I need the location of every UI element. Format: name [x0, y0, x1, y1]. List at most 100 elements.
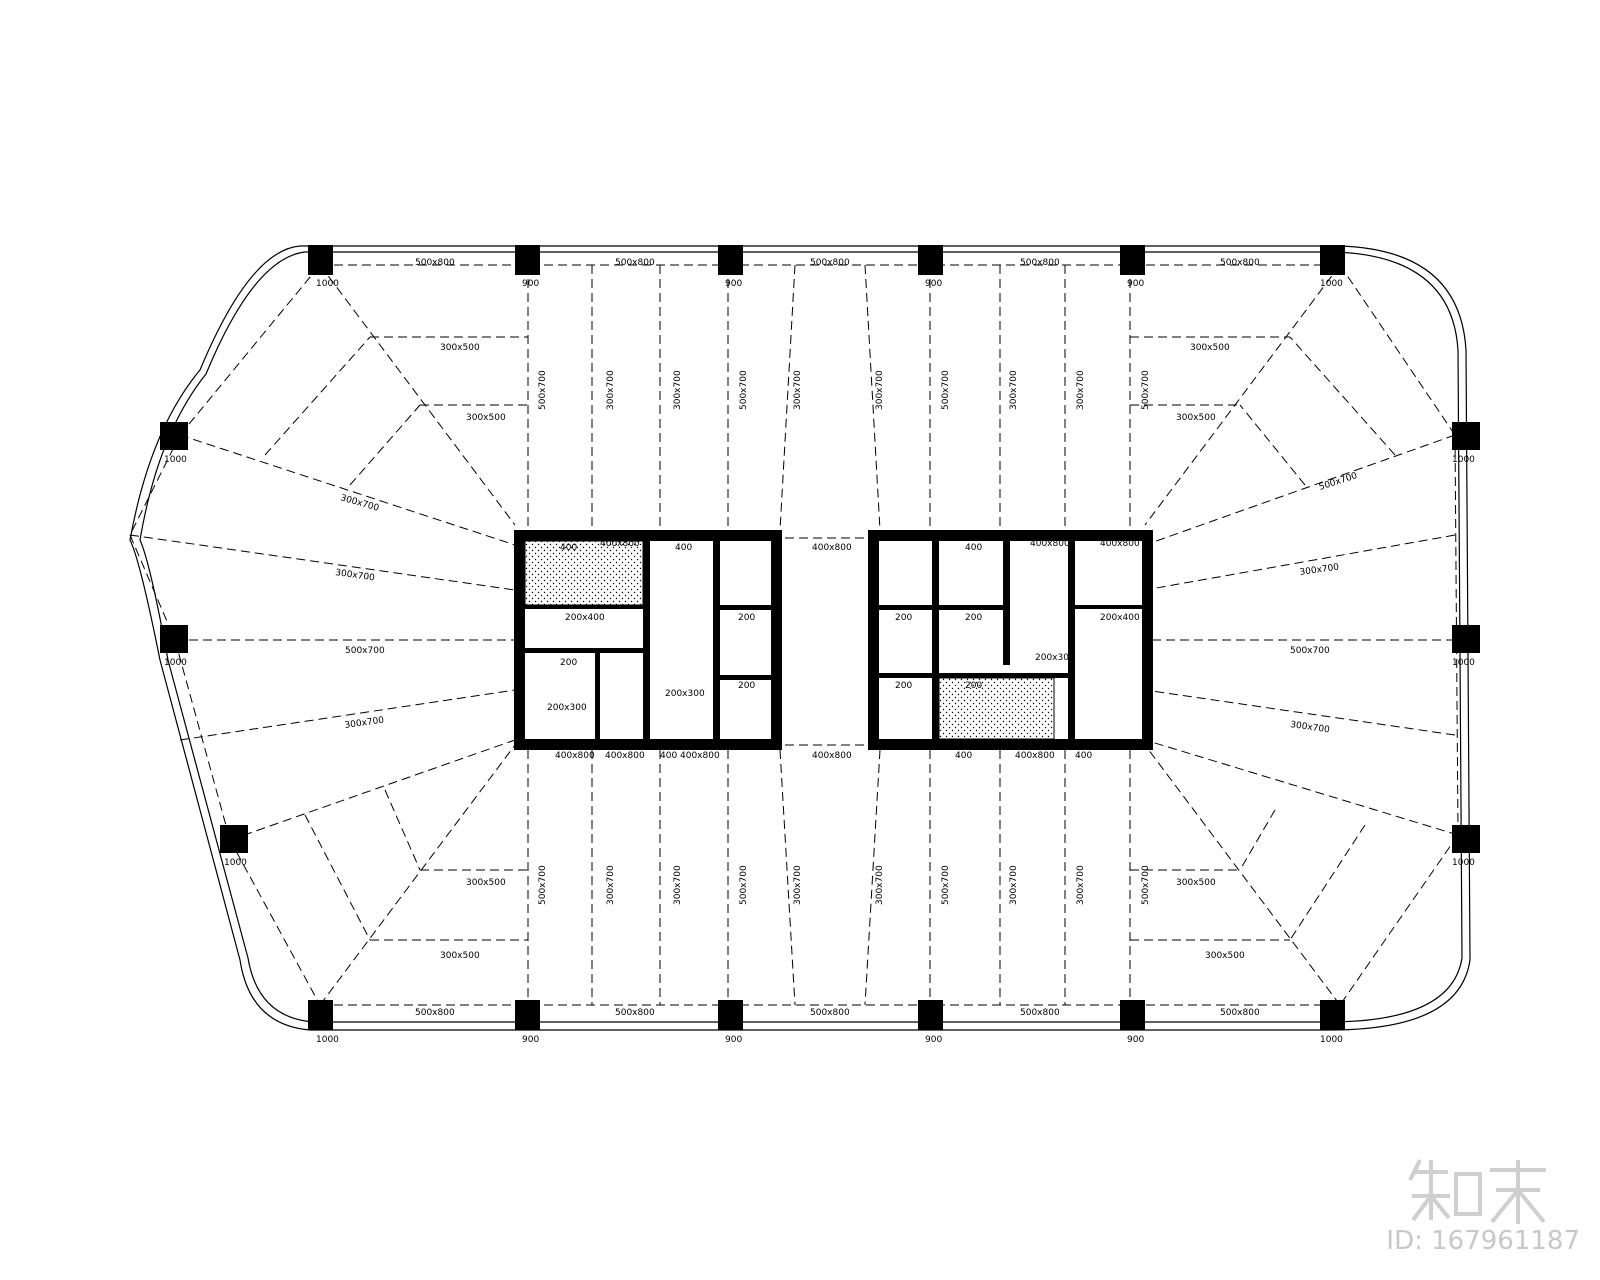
column-labels: 1000 900 900 900 900 1000 1000 900 900 9…: [164, 279, 1475, 1045]
core-link-beams: [785, 537, 870, 746]
beam-label: 300x700: [1009, 865, 1019, 905]
core-label: 400x800: [1100, 539, 1140, 549]
perimeter-labels: 500x800 500x800 500x800 500x800 500x800 …: [415, 258, 1260, 1018]
column: [1120, 245, 1145, 275]
column: [1452, 422, 1480, 450]
column: [718, 1000, 743, 1030]
beam-label: 500x700: [1141, 865, 1151, 905]
column-label: 1000: [1452, 658, 1475, 668]
core-label: 400: [660, 751, 677, 761]
core-label: 200x300: [665, 689, 705, 699]
core-label: 400x800: [1030, 539, 1070, 549]
column: [1320, 1000, 1345, 1030]
core-label: 400: [675, 543, 692, 553]
core-beam-label: 400x800: [812, 543, 852, 553]
core-label: 200x400: [1100, 613, 1140, 623]
beam-label: 300x500: [466, 413, 506, 423]
beam-label: 300x500: [440, 343, 480, 353]
core-labels: 400x800 400x800 400 400x800 200x400 200x…: [547, 539, 1140, 761]
beam-label: 500x700: [739, 370, 749, 410]
beam-label: 500x700: [1141, 370, 1151, 410]
beam-label: 500x700: [1318, 471, 1359, 493]
left-core: [514, 530, 782, 750]
column-label: 1000: [316, 279, 339, 289]
core-label: 200x300: [1035, 653, 1075, 663]
core-label: 200x300: [547, 703, 587, 713]
beam-label: 300x500: [1176, 878, 1216, 888]
core-label: 400x800: [1015, 751, 1055, 761]
slab-edge-inner: [139, 251, 1463, 1023]
core-label: 200: [895, 613, 912, 623]
beam-label: 300x700: [793, 865, 803, 905]
core-label: 400: [955, 751, 972, 761]
beam-label: 300x700: [1076, 370, 1086, 410]
beam-label: 500x800: [615, 1008, 655, 1018]
column: [918, 1000, 943, 1030]
column: [308, 1000, 333, 1030]
column-label: 1000: [316, 1035, 339, 1045]
beam-label: 300x700: [339, 493, 380, 514]
beam-label: 300x700: [606, 865, 616, 905]
column-label: 1000: [224, 858, 247, 868]
core-beam-label: 400x800: [812, 751, 852, 761]
beam-label: 300x700: [1299, 563, 1340, 578]
column: [1320, 245, 1345, 275]
column: [1452, 825, 1480, 853]
column-label: 900: [925, 279, 942, 289]
beam-label: 500x800: [1020, 258, 1060, 268]
column-label: 1000: [1452, 858, 1475, 868]
column: [220, 825, 248, 853]
beam-label: 500x800: [415, 258, 455, 268]
core-label: 200: [965, 681, 982, 691]
beam-label: 300x700: [344, 716, 385, 731]
column-label: 900: [1127, 279, 1144, 289]
beam-label: 500x800: [415, 1008, 455, 1018]
beam-label: 300x700: [1076, 865, 1086, 905]
core-label: 400: [1075, 751, 1092, 761]
beam-label: 300x500: [1190, 343, 1230, 353]
column-label: 1000: [164, 455, 187, 465]
column: [160, 625, 188, 653]
beam-label: 500x800: [615, 258, 655, 268]
beam-label: 300x700: [875, 865, 885, 905]
beam-label: 500x800: [1220, 258, 1260, 268]
watermark-logo: [1408, 1159, 1546, 1224]
column-label: 900: [725, 279, 742, 289]
column: [1452, 625, 1480, 653]
column-label: 1000: [1320, 279, 1343, 289]
beam-label: 300x700: [335, 568, 376, 583]
column-label: 1000: [164, 658, 187, 668]
beam-label: 300x700: [1290, 720, 1331, 735]
slab-edge: [129, 245, 1471, 1031]
beam-label: 300x700: [606, 370, 616, 410]
core-label: 200: [965, 613, 982, 623]
column-label: 900: [725, 1035, 742, 1045]
column: [718, 245, 743, 275]
radial-beams: [129, 264, 1459, 1006]
core-label: 400x800: [680, 751, 720, 761]
beam-label: 300x700: [793, 370, 803, 410]
columns: [160, 245, 1480, 1030]
radial-labels: 300x700 300x700 500x700 300x700 500x700 …: [335, 471, 1359, 736]
beam-label: 300x500: [440, 951, 480, 961]
beam-label: 500x700: [941, 865, 951, 905]
core-label: 200x400: [565, 613, 605, 623]
column: [308, 245, 333, 275]
core-label: 400: [560, 543, 577, 553]
beam-label: 300x500: [466, 878, 506, 888]
beam-label: 500x800: [810, 258, 850, 268]
beam-label: 500x800: [810, 1008, 850, 1018]
right-core: [868, 530, 1153, 750]
beam-label: 500x700: [538, 370, 548, 410]
beam-label: 300x700: [875, 370, 885, 410]
column: [160, 422, 188, 450]
core-label: 400x800: [555, 751, 595, 761]
beam-label: 300x500: [1205, 951, 1245, 961]
vertical-beam-labels: 500x700 300x700 300x700 500x700 300x700 …: [538, 370, 1151, 905]
column-label: 1000: [1320, 1035, 1343, 1045]
column: [918, 245, 943, 275]
beam-label: 300x700: [673, 865, 683, 905]
column: [515, 1000, 540, 1030]
secondary-labels: 300x500 300x500 300x500 300x500 300x500 …: [440, 343, 1245, 961]
core-label: 200: [738, 613, 755, 623]
